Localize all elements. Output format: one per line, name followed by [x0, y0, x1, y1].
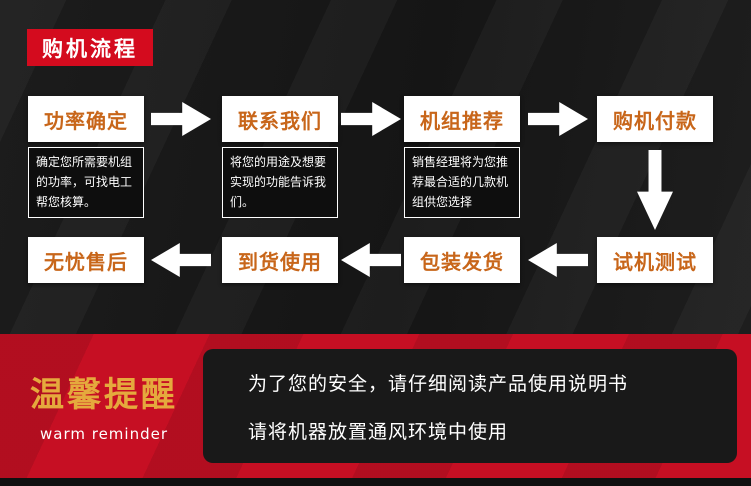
flow-step-title: 到货使用: [238, 249, 322, 274]
flow-step-title-box: 机组推荐: [404, 96, 520, 142]
section-title: 购机流程: [42, 36, 138, 61]
flow-step-aftersales: 无忧售后: [28, 237, 144, 283]
flow-step-title: 机组推荐: [420, 108, 504, 133]
flow-step-description: 确定您所需要机组的功率，可找电工帮您核算。: [28, 147, 144, 219]
reminder-line-2: 请将机器放置通风环境中使用: [248, 420, 509, 443]
reminder-text-box: 为了您的安全，请仔细阅读产品使用说明书 请将机器放置通风环境中使用: [203, 349, 737, 463]
flow-step-title-box: 试机测试: [597, 237, 713, 283]
flow-step-recommend: 机组推荐 销售经理将为您推荐最合适的几款机组供您选择: [404, 96, 520, 219]
flow-step-title: 包装发货: [420, 249, 504, 274]
flow-step-title-box: 包装发货: [404, 237, 520, 283]
flow-step-title-box: 购机付款: [597, 96, 713, 142]
section-title-badge: 购机流程: [27, 29, 153, 66]
flow-step-title: 购机付款: [613, 108, 697, 133]
flow-step-title-box: 到货使用: [222, 237, 338, 283]
flow-step-title-box: 功率确定: [28, 96, 144, 142]
arrow-left-icon: [151, 243, 211, 277]
arrow-down-icon: [637, 150, 673, 230]
reminder-heading: 温馨提醒 warm reminder: [20, 367, 188, 443]
footer-strip: [0, 478, 751, 486]
reminder-title: 温馨提醒: [30, 375, 178, 415]
flow-step-description: 销售经理将为您推荐最合适的几款机组供您选择: [404, 147, 520, 219]
flow-step-title: 联系我们: [238, 108, 322, 133]
reminder-section: 温馨提醒 warm reminder 为了您的安全，请仔细阅读产品使用说明书 请…: [0, 334, 751, 478]
flow-step-testing: 试机测试: [597, 237, 713, 283]
flow-section: 购机流程 功率确定 确定您所需要机组的功率，可找电工帮您核算。 联系我们 将您的…: [0, 0, 751, 334]
flow-step-payment: 购机付款: [597, 96, 713, 142]
flow-step-power: 功率确定 确定您所需要机组的功率，可找电工帮您核算。: [28, 96, 144, 219]
flow-step-title: 无忧售后: [44, 249, 128, 274]
flow-step-shipping: 包装发货: [404, 237, 520, 283]
arrow-right-icon: [341, 102, 401, 136]
flow-step-title: 功率确定: [44, 108, 128, 133]
reminder-line-1: 为了您的安全，请仔细阅读产品使用说明书: [248, 372, 629, 395]
flow-step-description: 将您的用途及想要实现的功能告诉我们。: [222, 147, 338, 219]
flow-step-title-box: 联系我们: [222, 96, 338, 142]
arrow-left-icon: [528, 243, 588, 277]
arrow-right-icon: [151, 102, 211, 136]
reminder-subtitle: warm reminder: [39, 425, 168, 443]
flow-step-title-box: 无忧售后: [28, 237, 144, 283]
flow-step-contact: 联系我们 将您的用途及想要实现的功能告诉我们。: [222, 96, 338, 219]
flow-step-arrival-use: 到货使用: [222, 237, 338, 283]
arrow-left-icon: [341, 243, 401, 277]
arrow-right-icon: [528, 102, 588, 136]
flow-step-title: 试机测试: [613, 249, 697, 274]
